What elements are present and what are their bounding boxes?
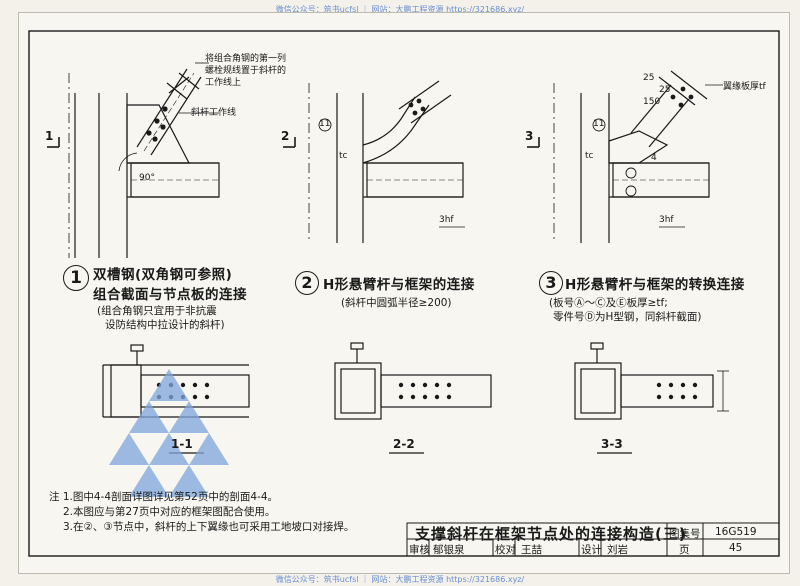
d2-annotation-part-11: 11	[319, 119, 331, 129]
d3-note-line-2: 零件号Ⓓ为H型钢，同斜杆截面)	[553, 311, 702, 323]
reviewer-name: 郁银泉	[433, 544, 465, 556]
title-block-grid	[406, 522, 780, 557]
section-label-2-2: 2-2	[393, 437, 415, 451]
d2-note-line-1: (斜杆中圆弧半径≥200)	[341, 297, 452, 309]
atlas-number: 16G519	[715, 526, 757, 538]
note-1: 注 1.图中4-4剖面详图详见第52页中的剖面4-4。	[49, 491, 279, 503]
d1-title-line-2: 组合截面与节点板的连接	[93, 287, 247, 303]
d3-title-line-1: H形悬臂杆与框架的转换连接	[565, 277, 745, 293]
d3-annotation-dim-25a: 25	[643, 73, 655, 83]
detail-2-elevation	[283, 80, 465, 243]
watermark-top: 微信公众号：筑书ucfsl ｜ 网站：大鹏工程资源 https://321686…	[275, 5, 525, 14]
designer-name: 刘岩	[607, 544, 628, 556]
section-label-1-1: 1-1	[171, 437, 193, 451]
d2-annotation-tc: tc	[339, 151, 348, 161]
review-label: 审核	[409, 544, 430, 556]
page-number: 45	[729, 542, 743, 554]
d3-annotation-tc: tc	[585, 151, 594, 161]
d2-number-circle: 2	[295, 271, 319, 295]
d3-annotation-flange: 翼缘板厚tf	[723, 82, 766, 92]
d3-number-circle: 3	[539, 271, 563, 295]
drawing-title: 支撑斜杆在框架节点处的连接构造(三)	[415, 525, 687, 543]
d3-note-line-1: (板号Ⓐ～Ⓒ及Ⓔ板厚≥tf;	[549, 297, 668, 309]
drawing-sheet: 将组合角钢的第一列 螺栓规线置于斜杆的 工作线上 斜杆工作线 90° 1 3hf…	[18, 12, 790, 574]
d3-annotation-cut-4: 4	[651, 153, 657, 163]
d1-annotation-line-3: 工作线上	[205, 78, 242, 88]
design-label: 设计	[581, 544, 602, 556]
section-2-2	[334, 342, 492, 454]
d3-annotation-dim-25b: 25	[659, 85, 671, 95]
d3-cut-mark: 3	[525, 129, 534, 143]
detail-drawings	[28, 30, 780, 557]
d2-cut-mark: 2	[281, 129, 290, 143]
d1-annotation-line-2: 螺栓规线置于斜杆的	[205, 66, 287, 76]
d3-annotation-part-11: 11	[593, 119, 605, 129]
watermark-bottom: 微信公众号：筑书ucfsl ｜ 网站：大鹏工程资源 https://321686…	[275, 575, 525, 584]
d1-cut-mark: 1	[45, 129, 54, 143]
note-2: 2.本图应与第27页中对应的框架图配合使用。	[63, 506, 276, 518]
note-3: 3.在②、③节点中，斜杆的上下翼缘也可采用工地坡口对接焊。	[63, 521, 355, 533]
d1-note-line-2: 设防结构中拉设计的斜杆)	[105, 319, 225, 331]
d1-title-line-1: 双槽钢(双角钢可参照)	[93, 267, 233, 283]
d1-number-circle: 1	[63, 265, 89, 291]
d2-annotation-weld: 3hf	[439, 215, 454, 225]
d3-annotation-dim-150: 150	[643, 97, 661, 107]
d1-note-line-1: (组合角钢只宜用于非抗震	[97, 305, 217, 317]
check-label: 校对	[495, 544, 516, 556]
d1-annotation-line-1: 将组合角钢的第一列	[205, 54, 287, 64]
section-3-3	[574, 342, 729, 454]
detail-1-elevation	[47, 62, 220, 258]
page-label: 页	[679, 544, 690, 556]
checker-name: 王喆	[521, 544, 542, 556]
d1-annotation-angle: 90°	[139, 173, 155, 183]
logo-triangles	[109, 369, 229, 497]
atlas-label: 图集号	[669, 528, 701, 540]
d3-annotation-weld: 3hf	[659, 215, 674, 225]
d1-annotation-brace-line: 斜杆工作线	[191, 108, 237, 118]
d2-title-line-1: H形悬臂杆与框架的连接	[323, 277, 475, 293]
detail-3-elevation	[527, 70, 723, 243]
section-label-3-3: 3-3	[601, 437, 623, 451]
